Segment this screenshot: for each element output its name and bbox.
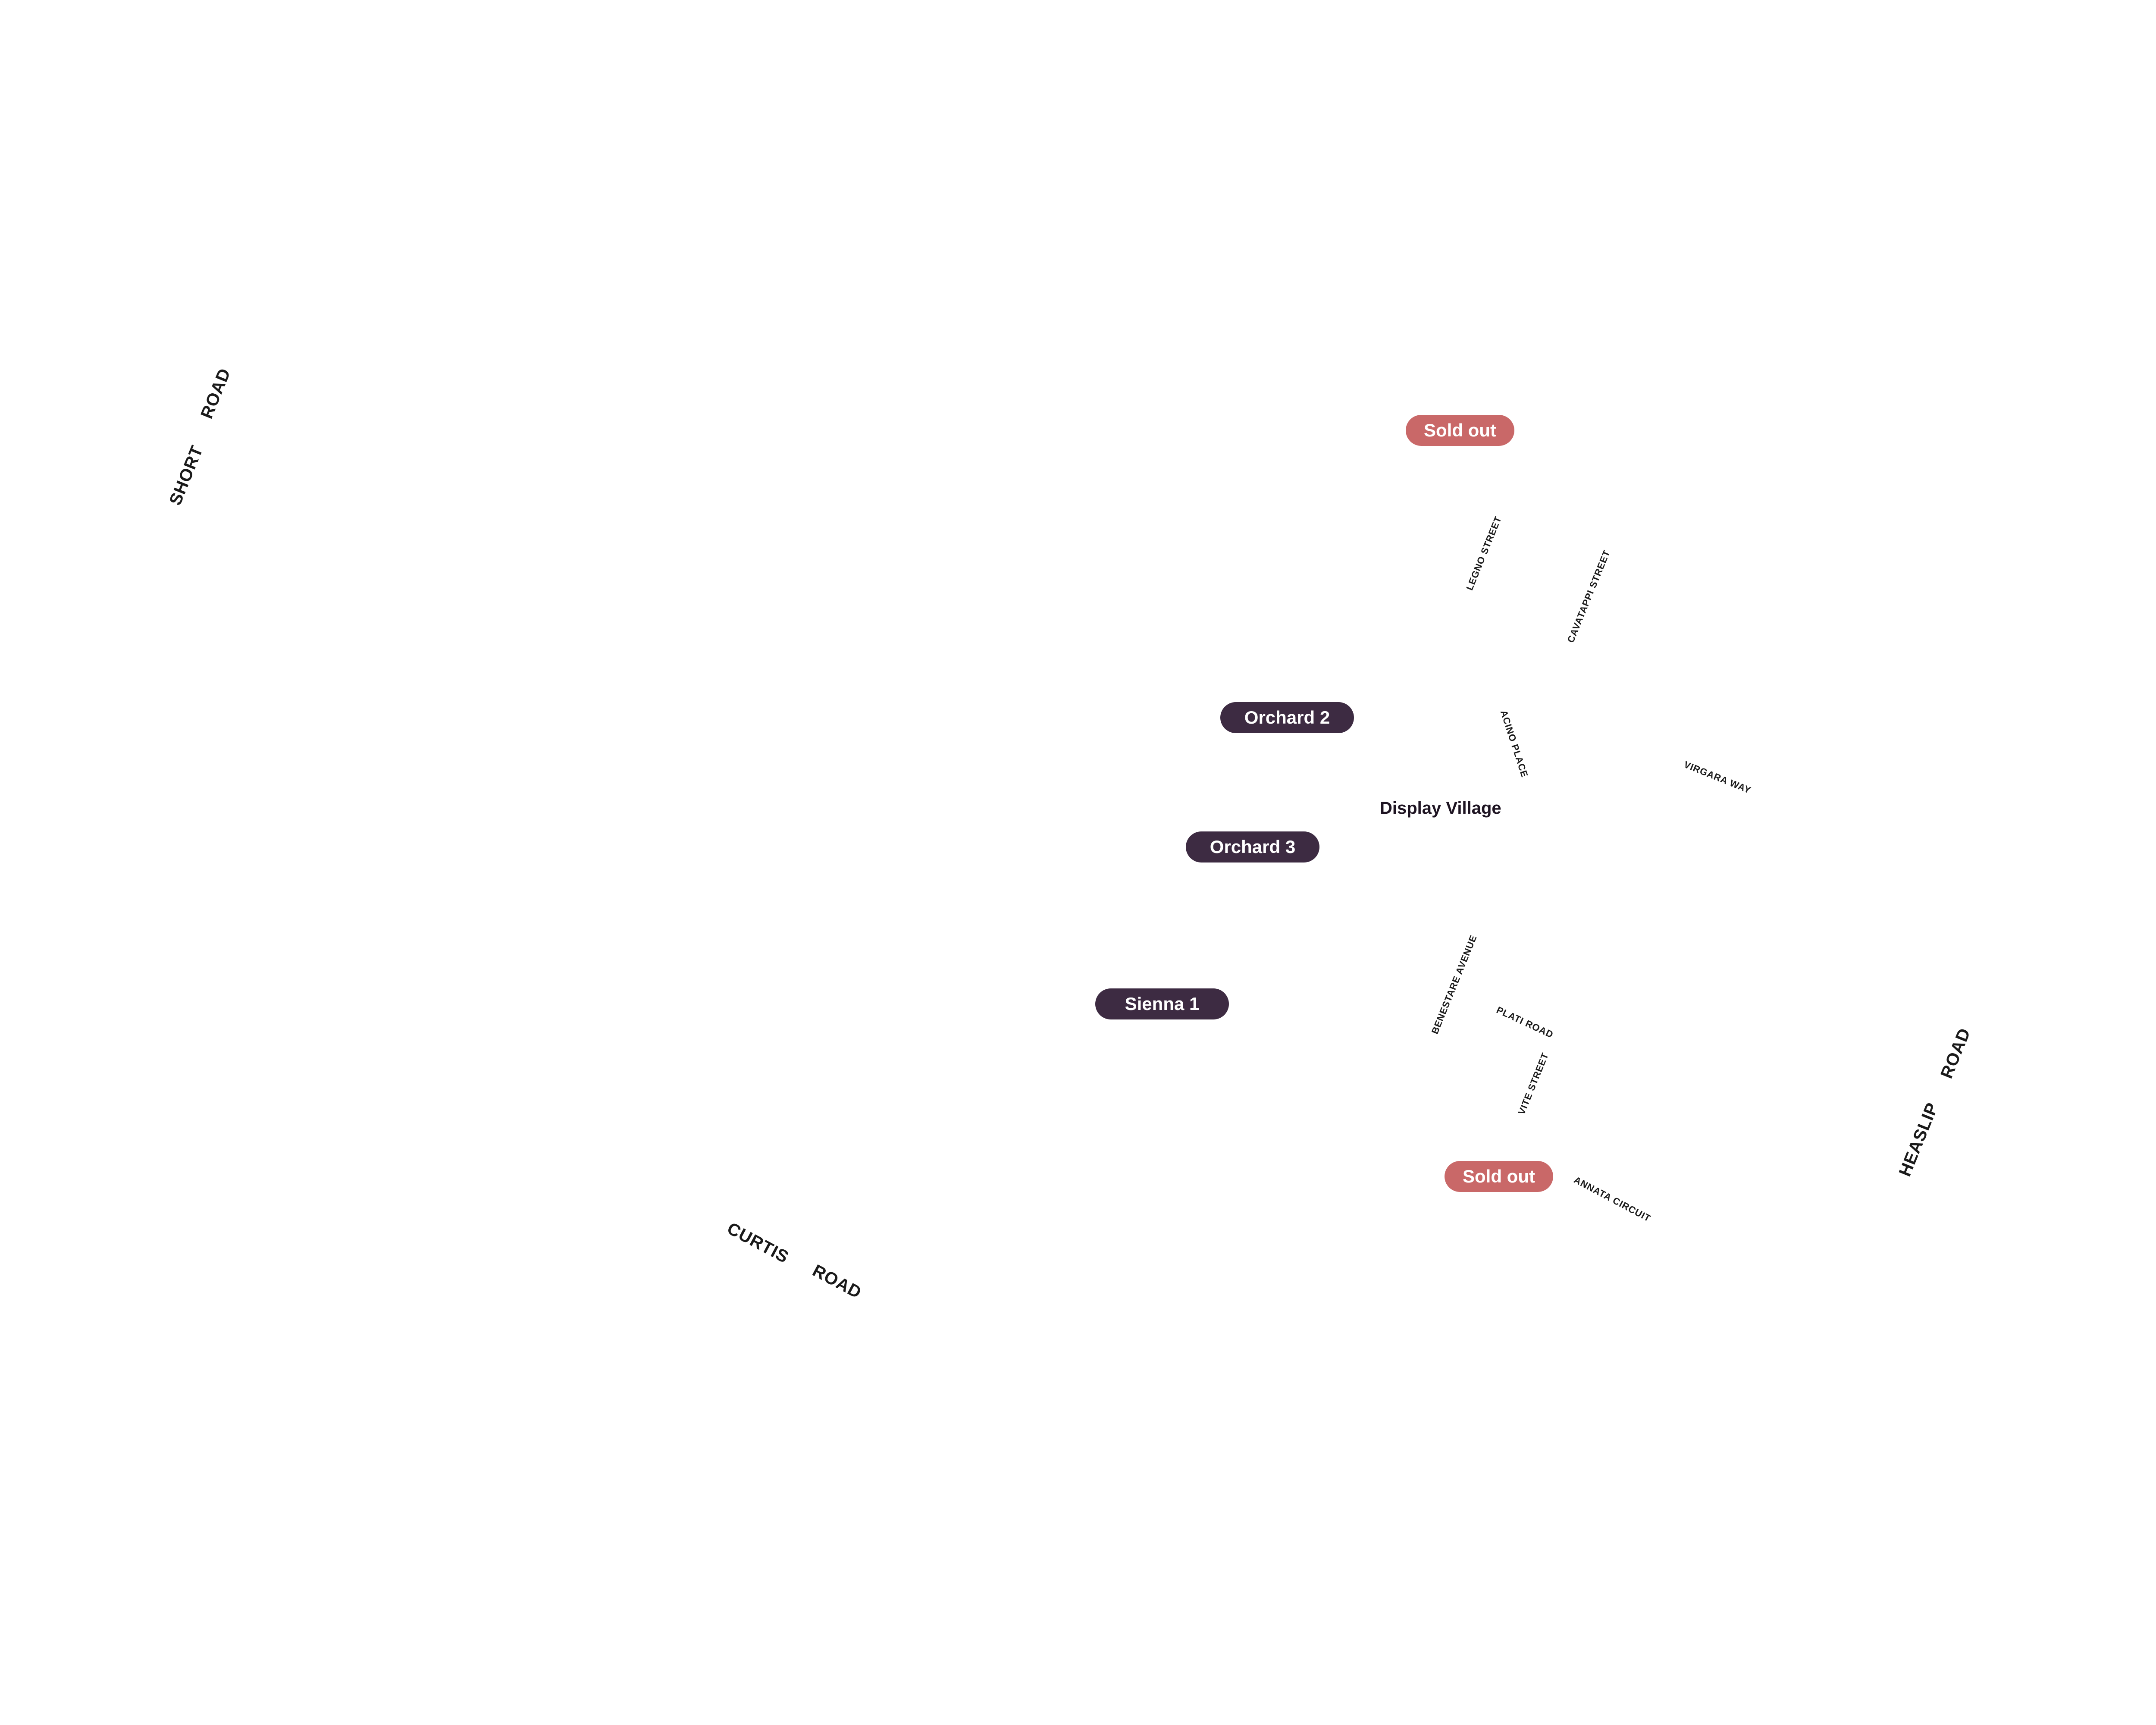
legno-street-label: LEGNO STREET [1464, 514, 1504, 592]
orchard-3-marker[interactable]: Orchard 3 [1186, 831, 1319, 862]
curtis-road-label-road: ROAD [809, 1261, 865, 1303]
annata-circuit-label: ANNATA CIRCUIT [1572, 1174, 1653, 1224]
heaslip-road-label-heaslip: HEASLIP [1895, 1100, 1942, 1179]
orchard-2-marker[interactable]: Orchard 2 [1220, 702, 1354, 733]
plati-road-label: PLATI ROAD [1495, 1004, 1555, 1041]
virgara-way-label: VIRGARA WAY [1682, 759, 1753, 796]
display-village-label: Display Village [1380, 799, 1501, 818]
acino-place-label: ACINO PLACE [1498, 709, 1530, 779]
curtis-road-label-curtis: CURTIS [724, 1219, 792, 1267]
vite-street-label: VITE STREET [1516, 1051, 1551, 1117]
cavatappi-street-label: CAVATAPPI STREET [1565, 548, 1612, 644]
benestare-avenue-label: BENESTARE AVENUE [1429, 933, 1479, 1036]
short-road-label-road: ROAD [197, 365, 235, 422]
heaslip-road-label-road: ROAD [1937, 1025, 1974, 1082]
short-road-label-short: SHORT [166, 442, 207, 508]
sold-out-marker-top[interactable]: Sold out [1406, 415, 1514, 446]
sienna-1-marker[interactable]: Sienna 1 [1095, 988, 1229, 1019]
sold-out-marker-bottom[interactable]: Sold out [1445, 1161, 1553, 1192]
